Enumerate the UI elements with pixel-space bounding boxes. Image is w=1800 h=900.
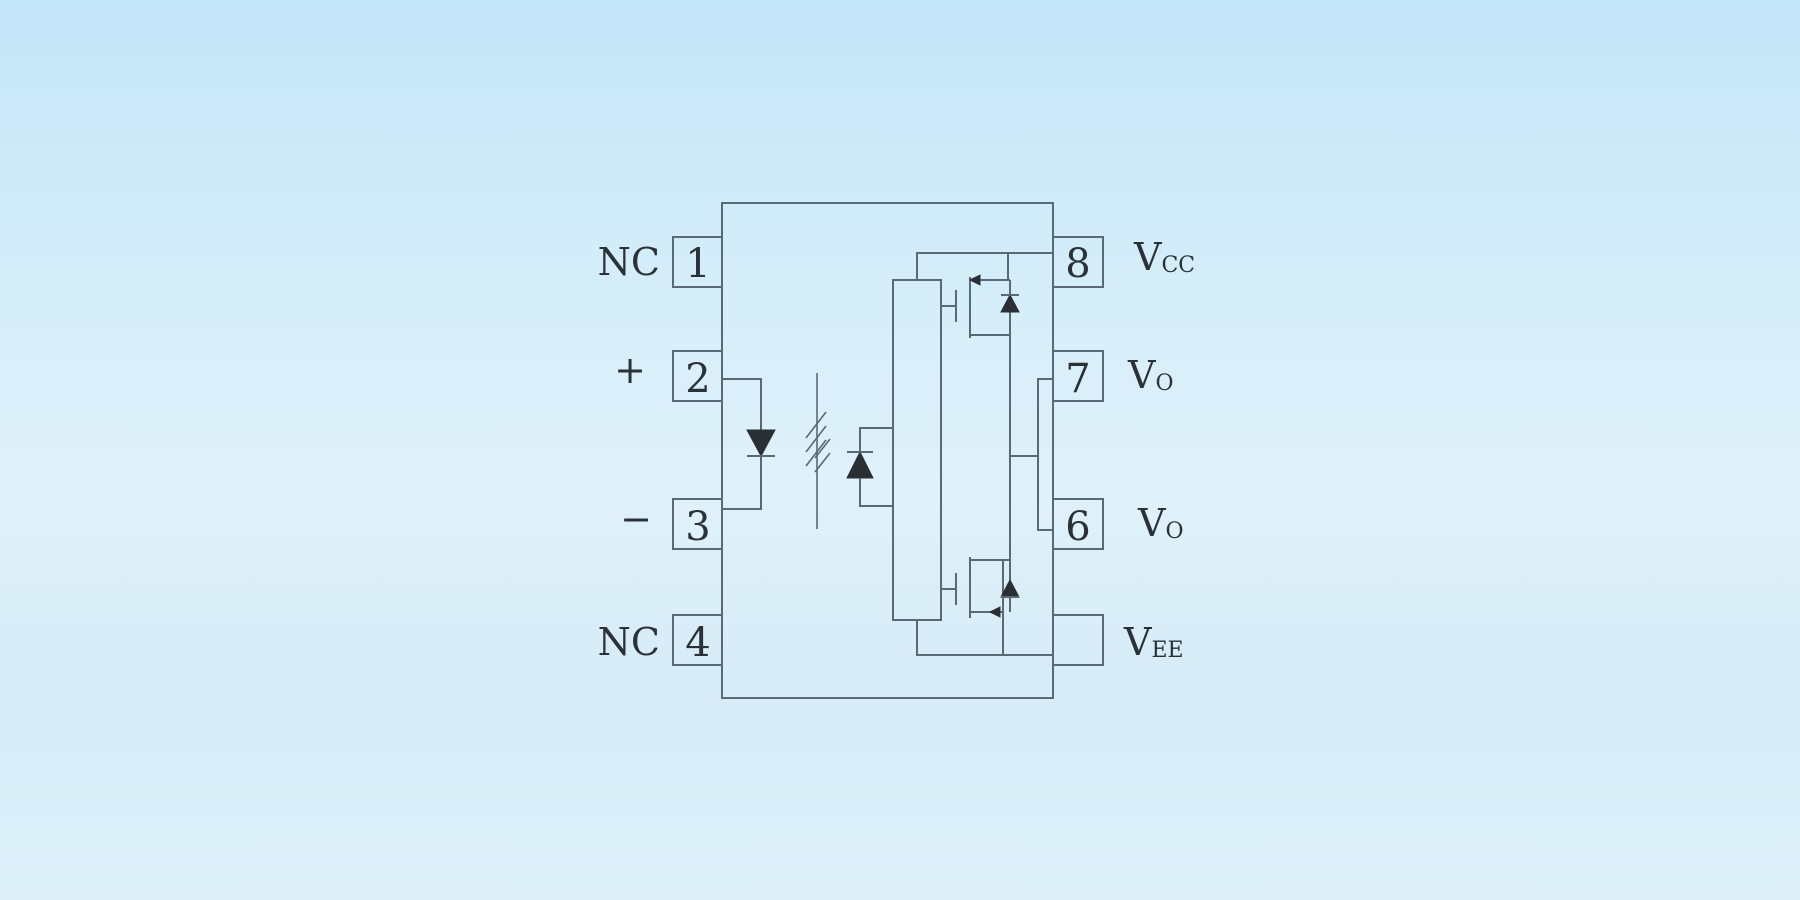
pin-label-4: NC (598, 620, 660, 664)
upper-mosfet (941, 274, 1020, 338)
pin-number-7: 7 (1065, 356, 1090, 402)
pin-number-8: 8 (1065, 241, 1090, 287)
pin-box-4 (672, 614, 723, 666)
pin-number-4: 4 (685, 620, 710, 666)
pin-label-3: − (620, 497, 652, 541)
pin-label-5: VEE (1123, 620, 1184, 664)
optical-barrier (805, 373, 831, 529)
ic-package-body (721, 202, 1054, 699)
pin-box-5 (1052, 614, 1104, 666)
driver-amplifier-block (892, 279, 942, 621)
pin-box-2 (672, 350, 723, 402)
pin-label-8: VCC (1133, 235, 1195, 279)
pin-label-2: + (614, 348, 646, 392)
pin-number-1: 1 (685, 241, 710, 287)
pin-box-8 (1052, 236, 1104, 288)
pin-box-7 (1052, 350, 1104, 402)
led-emitter (722, 378, 776, 510)
vee-rail (916, 620, 1053, 656)
pin-number-6: 6 (1065, 504, 1090, 550)
lower-mosfet (941, 557, 1020, 655)
pin-label-6: VO (1137, 501, 1184, 545)
pin-number-2: 2 (685, 356, 710, 402)
vcc-rail (916, 252, 1053, 280)
photodiode (846, 427, 893, 507)
pin-box-1 (672, 236, 723, 288)
pin-label-1: NC (598, 240, 660, 284)
pin-label-7: VO (1127, 353, 1174, 397)
output-node (1009, 335, 1053, 580)
pin-number-3: 3 (685, 504, 710, 550)
pin-box-6 (1052, 498, 1104, 550)
pin-box-3 (672, 498, 723, 550)
